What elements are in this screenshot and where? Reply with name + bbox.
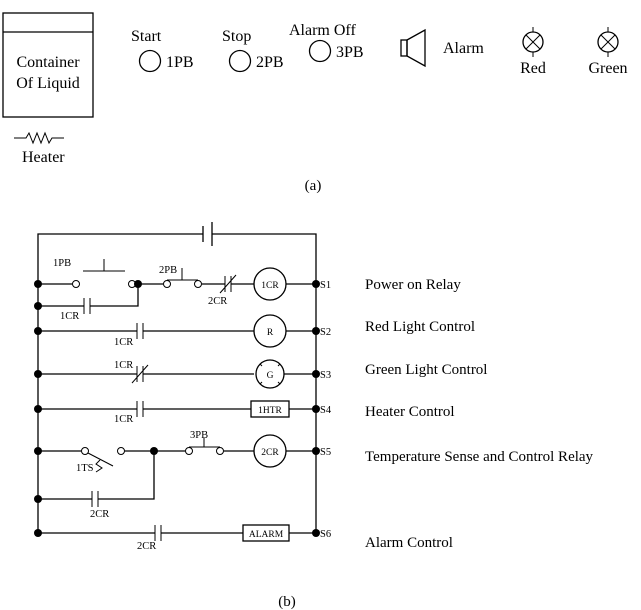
caption-b: (b) xyxy=(278,594,296,610)
rung-s6: 2CR ALARM S6 Alarm Control xyxy=(34,524,453,552)
container-label-line1: Container xyxy=(16,54,80,71)
rung-s2: 1CR R S2 Red Light Control xyxy=(34,314,475,348)
s1-coil-label: 1CR xyxy=(261,281,279,291)
s1-id: S1 xyxy=(320,280,331,291)
s6-id: S6 xyxy=(320,529,331,540)
rung-s1: 1PB 2PB 2CR 1CR S1 Power on Relay 1CR xyxy=(34,258,461,322)
heater-symbol: Heater xyxy=(14,131,65,166)
s1-description: Power on Relay xyxy=(365,277,461,293)
s4-load-label: 1HTR xyxy=(258,406,282,416)
alarm-horn-icon: Alarm xyxy=(400,28,484,68)
stop-pushbutton: Stop 2PB xyxy=(222,28,284,73)
start-pushbutton: Start 1PB xyxy=(131,28,194,73)
rung-s4: 1CR 1HTR S4 Heater Control xyxy=(34,400,455,425)
rung-s5: 1TS 3PB 2CR S5 Temperature Sense and Con… xyxy=(34,430,594,520)
s1-1cr-seal-label: 1CR xyxy=(60,311,79,322)
s3-id: S3 xyxy=(320,370,331,381)
s5-3pb-label: 3PB xyxy=(190,430,208,441)
s4-id: S4 xyxy=(320,405,332,416)
s6-description: Alarm Control xyxy=(365,535,453,551)
s3-description: Green Light Control xyxy=(365,362,487,378)
start-id: 1PB xyxy=(166,54,194,71)
s3-load-label: G xyxy=(267,371,274,381)
s2-description: Red Light Control xyxy=(365,319,475,335)
alarm-off-id: 3PB xyxy=(336,44,364,61)
caption-a: (a) xyxy=(305,178,322,194)
s5-id: S5 xyxy=(320,447,331,458)
alarm-off-pushbutton: Alarm Off 3PB xyxy=(289,22,364,63)
start-title: Start xyxy=(131,28,162,45)
red-light-label: Red xyxy=(520,60,546,77)
red-light-icon: Red xyxy=(520,27,546,77)
container-label-line2: Of Liquid xyxy=(16,75,80,92)
heater-label: Heater xyxy=(22,149,65,166)
s4-description: Heater Control xyxy=(365,404,455,420)
s2-id: S2 xyxy=(320,327,331,338)
s1-start-pb-label: 1PB xyxy=(53,258,71,269)
alarm-label: Alarm xyxy=(443,40,484,57)
liquid-container: Container Of Liquid xyxy=(2,12,94,118)
s1-2cr-nc-label: 2CR xyxy=(208,296,227,307)
s2-1cr-label: 1CR xyxy=(114,337,133,348)
s1-stop-pb-label: 2PB xyxy=(159,265,177,276)
s4-1cr-label: 1CR xyxy=(114,414,133,425)
rung-s3: 1CR G S3 Green Light Control xyxy=(34,359,487,389)
power-supply xyxy=(37,222,317,533)
s2-load-label: R xyxy=(267,328,274,338)
s6-load-label: ALARM xyxy=(249,530,284,540)
s5-2cr-seal-label: 2CR xyxy=(90,509,109,520)
alarm-off-title: Alarm Off xyxy=(289,22,356,39)
s3-1cr-nc-label: 1CR xyxy=(114,360,133,371)
s5-coil-label: 2CR xyxy=(261,448,279,458)
s6-2cr-label: 2CR xyxy=(137,541,156,552)
s5-1ts-label: 1TS xyxy=(76,463,94,474)
stop-id: 2PB xyxy=(256,54,284,71)
part-b-ladder: 1PB 2PB 2CR 1CR S1 Power on Relay 1CR xyxy=(34,222,594,610)
green-light-icon: Green xyxy=(588,27,628,77)
stop-title: Stop xyxy=(222,28,251,45)
part-a: Container Of Liquid Heater Start 1PB Sto… xyxy=(2,12,628,194)
s5-description: Temperature Sense and Control Relay xyxy=(365,449,594,465)
green-light-label: Green xyxy=(588,60,627,77)
